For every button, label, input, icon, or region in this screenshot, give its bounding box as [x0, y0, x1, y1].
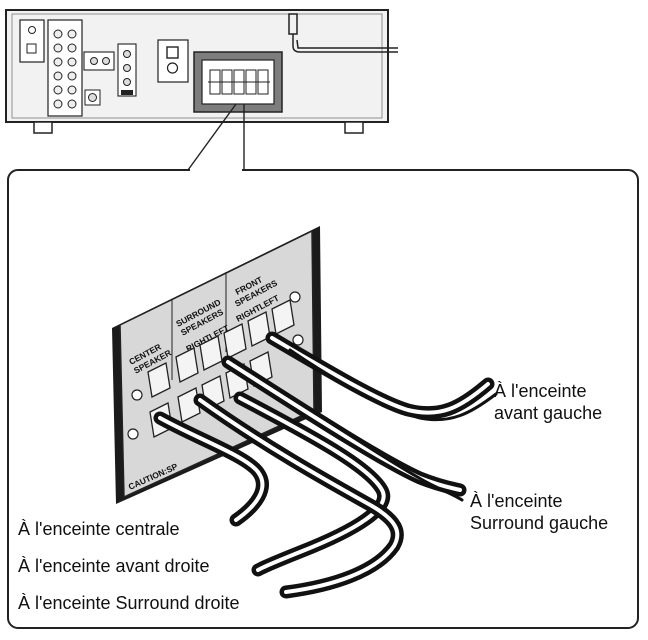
- detail-frame: [7, 169, 639, 629]
- callout-front-left-line1: À l'enceinte: [494, 381, 587, 401]
- callout-front-left: À l'enceinte avant gauche: [494, 380, 602, 424]
- screw-icon: [127, 428, 139, 440]
- callout-surround-left-line2: Surround gauche: [470, 513, 609, 533]
- callout-surround-right: À l'enceinte Surround droite: [18, 593, 240, 613]
- callout-surround-left: À l'enceinte Surround gauche: [470, 490, 608, 534]
- terminal-block-thumbnail: [208, 69, 270, 95]
- receiver-rear-view: [5, 9, 398, 134]
- input-jacks: [47, 19, 83, 117]
- cable-front-left: [265, 331, 498, 422]
- cable-surround-left: [221, 355, 467, 502]
- callout-front-left-line2: avant gauche: [494, 403, 603, 423]
- speaker-terminal-panel: CENTER SPEAKER SURROUND SPEAKERS RIGHT L…: [112, 226, 322, 504]
- callout-center: À l'enceinte centrale: [18, 519, 180, 539]
- cable-center: [153, 411, 269, 527]
- screw-icon: [289, 291, 301, 303]
- callout-front-right: À l'enceinte avant droite: [18, 556, 210, 576]
- cable-surround-right: [193, 393, 404, 599]
- speaker-cables: [153, 331, 498, 599]
- callout-surround-left-line1: À l'enceinte: [470, 491, 563, 511]
- screw-icon: [292, 334, 304, 346]
- power-cord: [288, 13, 398, 53]
- screw-icon: [131, 389, 143, 401]
- zoom-lines: [187, 103, 245, 171]
